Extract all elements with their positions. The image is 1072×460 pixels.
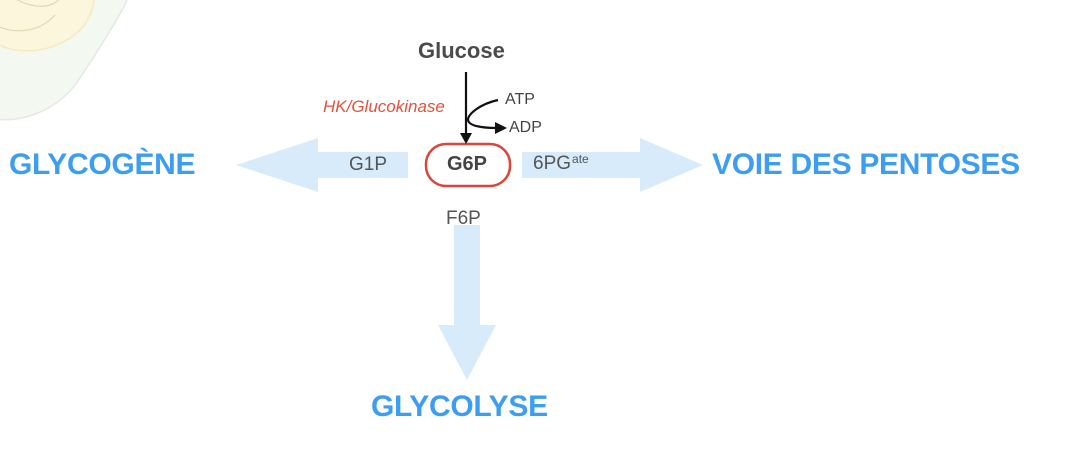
pentoses-destination: VOIE DES PENTOSES — [712, 148, 1020, 181]
6pg-base-text: 6PG — [533, 153, 572, 174]
6pgate-label: 6PGate — [533, 152, 589, 175]
g6p-node-label: G6P — [447, 153, 488, 175]
glycogene-destination: GLYCOGÈNE — [9, 148, 196, 181]
atp-adp-curve — [466, 98, 499, 130]
atp-label: ATP — [505, 91, 535, 108]
g1p-label: G1P — [349, 154, 388, 175]
6pg-superscript-text: ate — [572, 152, 589, 166]
glucose-to-g6p-arrowhead — [460, 133, 472, 144]
glucose-label: Glucose — [418, 38, 505, 63]
enzyme-label: HK/Glucokinase — [323, 97, 445, 116]
f6p-label: F6P — [446, 208, 481, 229]
adp-label: ADP — [509, 119, 542, 136]
arrow-to-glycolyse — [438, 225, 496, 380]
arrow-to-pentoses — [522, 138, 703, 192]
atp-adp-arrowhead — [495, 122, 507, 134]
glycolyse-destination: GLYCOLYSE — [371, 390, 548, 423]
g6p-node-border — [424, 142, 512, 188]
corner-illustration-icon — [0, 0, 128, 121]
arrow-to-glycogene — [236, 138, 408, 192]
